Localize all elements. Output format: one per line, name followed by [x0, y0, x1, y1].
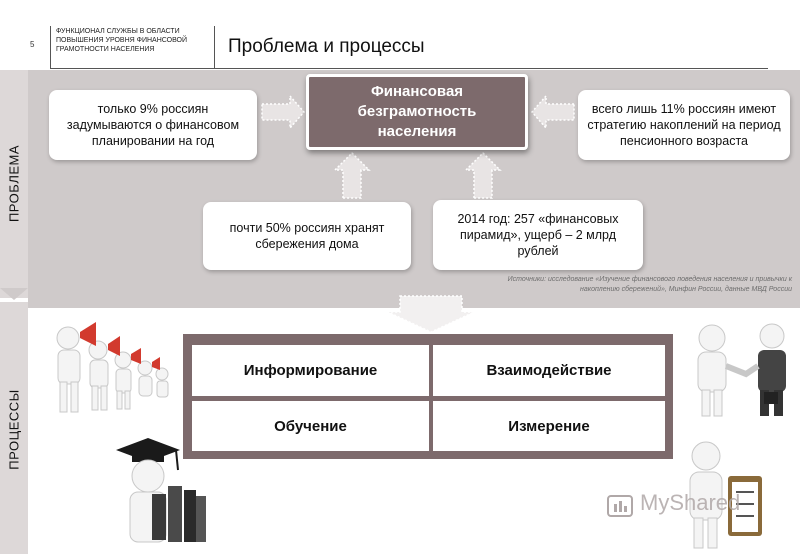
problem-center-box: Финансовая безграмотность населения — [306, 74, 528, 150]
arrow-icon — [531, 94, 575, 130]
fact-text: только 9% россиян задумываются о финансо… — [66, 102, 240, 148]
graduate-books-icon — [116, 438, 206, 543]
handshake-icon — [697, 323, 786, 417]
process-training: Обучение — [192, 401, 429, 451]
watermark-text: MyShared — [640, 490, 741, 515]
megaphone-figures-icon — [56, 322, 169, 413]
arrow-icon — [464, 151, 502, 199]
process-informing: Информирование — [192, 345, 429, 396]
process-measurement: Измерение — [433, 401, 665, 451]
fact-card-pension: всего лишь 11% россиян имеют стратегию н… — [578, 90, 790, 160]
header-org-box — [50, 26, 215, 68]
processes-side-tab — [0, 302, 28, 554]
header-rule — [50, 68, 768, 69]
fact-card-pyramids: 2014 год: 257 «финансовых пирамид», ущер… — [433, 200, 643, 270]
source-note: Источники: исследование «Изучение финанс… — [507, 276, 792, 293]
process-interaction: Взаимодействие — [433, 345, 665, 396]
fact-text: всего лишь 11% россиян имеют стратегию н… — [587, 102, 781, 148]
page-title: Проблема и процессы — [228, 36, 425, 57]
fact-card-savings: почти 50% россиян хранят сбережения дома — [203, 202, 411, 270]
checklist-icon — [689, 441, 762, 549]
problem-side-tab — [0, 70, 28, 298]
slide-number: 5 — [30, 40, 35, 49]
arrow-icon — [261, 94, 305, 130]
arrow-icon — [387, 295, 475, 333]
header-organization: ФУНКЦИОНАЛ СЛУЖБЫ В ОБЛАСТИ ПОВЫШЕНИЯ УР… — [56, 28, 188, 53]
fact-card-planning: только 9% россиян задумываются о финансо… — [49, 90, 257, 160]
arrow-icon — [333, 151, 371, 199]
problem-center-text: Финансовая безграмотность населения — [357, 83, 477, 140]
fact-text: почти 50% россиян хранят сбережения дома — [229, 221, 385, 251]
side-chevron-icon — [0, 288, 28, 300]
watermark-logo-icon — [607, 495, 633, 517]
fact-text: 2014 год: 257 «финансовых пирамид», ущер… — [457, 212, 619, 258]
